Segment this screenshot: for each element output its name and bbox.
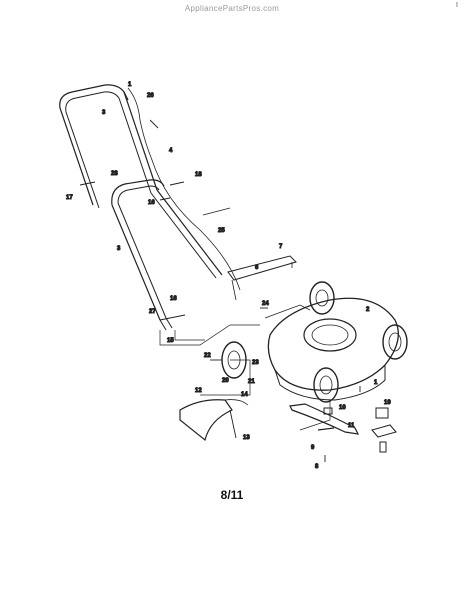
callout-13: 13 — [243, 435, 250, 441]
upper-handle — [59, 84, 158, 209]
callout-12: 12 — [195, 388, 202, 394]
callout-19: 19 — [384, 400, 391, 406]
hardware — [79, 119, 361, 462]
wheel-rear-right — [382, 324, 408, 360]
callout-10: 10 — [339, 405, 346, 411]
callout-15: 15 — [167, 338, 174, 344]
watermark: AppliancePartsPros.com — [184, 4, 280, 13]
mower-deck — [264, 297, 399, 401]
mower-blade — [289, 403, 360, 435]
callout-1a: 1 — [128, 82, 132, 88]
callout-26: 26 — [147, 93, 154, 99]
lower-handle — [111, 179, 223, 331]
callout-16b: 16 — [148, 200, 155, 206]
callout-28: 28 — [111, 171, 118, 177]
callout-21: 21 — [248, 379, 255, 385]
handle-bracket — [227, 255, 297, 301]
corner-mark: I — [456, 2, 458, 9]
callout-labels: 1 1 2 3 3 4 6 7 8 9 10 11 12 13 14 15 16… — [66, 82, 392, 471]
control-cable — [127, 87, 241, 291]
callout-20: 20 — [222, 378, 229, 384]
discharge-deflector — [179, 399, 249, 442]
callout-25: 25 — [218, 228, 225, 234]
callout-3a: 3 — [102, 110, 106, 116]
callout-17: 17 — [66, 195, 73, 201]
page-number: 8/11 — [220, 488, 244, 502]
callout-7: 7 — [279, 244, 283, 250]
callout-18: 18 — [195, 172, 202, 178]
blade-adapter-parts — [317, 407, 397, 453]
callout-3b: 3 — [117, 246, 121, 252]
callout-6: 6 — [255, 265, 259, 271]
wheel-rear-left — [309, 281, 335, 315]
callout-22: 22 — [204, 353, 211, 359]
callout-11: 11 — [348, 423, 355, 429]
callout-1b: 1 — [374, 380, 378, 386]
callout-9: 9 — [311, 445, 315, 451]
callout-14: 14 — [241, 392, 248, 398]
callout-8: 8 — [315, 464, 319, 470]
callout-23: 23 — [252, 360, 259, 366]
callout-24: 24 — [262, 301, 269, 307]
callout-16a: 16 — [170, 296, 177, 302]
callout-2: 2 — [366, 307, 370, 313]
callout-4: 4 — [169, 148, 173, 154]
wheel-front-right — [313, 367, 339, 403]
callout-27: 27 — [149, 309, 156, 315]
leader-lines — [159, 324, 331, 431]
